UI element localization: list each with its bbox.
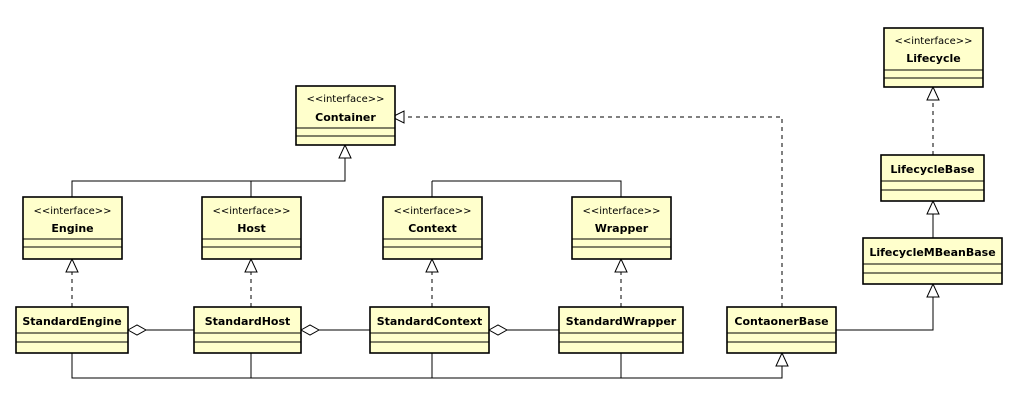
class-name: Host xyxy=(237,222,266,235)
edge-standardengine-to-contaonerbase xyxy=(71,353,783,379)
stereotype-label: <<interface>> xyxy=(33,206,111,217)
stereotype-label: <<interface>> xyxy=(582,206,660,217)
class-lifecyclembeanbase[interactable]: LifecycleMBeanBase xyxy=(862,237,1003,285)
class-name: ContaonerBase xyxy=(734,315,828,328)
stereotype-label: <<interface>> xyxy=(306,94,384,105)
class-engine[interactable]: <<interface>> Engine xyxy=(22,196,123,260)
class-name: LifecycleMBeanBase xyxy=(869,246,995,259)
edge-contaonerbase-to-container xyxy=(404,116,783,307)
class-name: Engine xyxy=(51,222,93,235)
arrowhead-wrapper-realization xyxy=(614,257,628,273)
arrowhead-lifecycle-realization xyxy=(926,85,940,101)
aggregation-diamond-standardcontext xyxy=(487,324,509,336)
class-container[interactable]: <<interface>> Container xyxy=(295,85,396,146)
class-standardwrapper[interactable]: StandardWrapper xyxy=(558,306,684,354)
class-wrapper[interactable]: <<interface>> Wrapper xyxy=(571,196,672,260)
class-name: Container xyxy=(315,111,376,124)
edge-wrapper-to-container xyxy=(432,180,622,197)
class-name: Context xyxy=(408,222,457,235)
edge-engine-to-container xyxy=(71,158,346,197)
class-lifecycle[interactable]: <<interface>> Lifecycle xyxy=(883,27,984,88)
class-standardcontext[interactable]: StandardContext xyxy=(369,306,490,354)
class-name: Lifecycle xyxy=(906,52,960,65)
class-name: StandardHost xyxy=(205,315,291,328)
edge-contaonerbase-to-lifecyclembeanbase xyxy=(836,297,934,331)
class-host[interactable]: <<interface>> Host xyxy=(201,196,302,260)
arrowhead-lifecyclembeanbase-generalization xyxy=(926,282,940,298)
arrowhead-context-realization xyxy=(425,257,439,273)
aggregation-diamond-standardengine xyxy=(126,324,148,336)
arrowhead-host-realization xyxy=(244,257,258,273)
class-name: StandardEngine xyxy=(22,315,121,328)
class-name: StandardWrapper xyxy=(566,315,677,328)
arrowhead-container-generalization xyxy=(338,143,352,159)
arrowhead-engine-realization xyxy=(65,257,79,273)
class-name: StandardContext xyxy=(377,315,483,328)
class-context[interactable]: <<interface>> Context xyxy=(382,196,483,260)
stereotype-label: <<interface>> xyxy=(894,36,972,47)
class-standardengine[interactable]: StandardEngine xyxy=(15,306,129,354)
stereotype-label: <<interface>> xyxy=(212,206,290,217)
arrowhead-container-realization xyxy=(390,110,405,124)
arrowhead-contaonerbase-generalization xyxy=(775,351,789,367)
class-contaonerbase[interactable]: ContaonerBase xyxy=(726,306,837,354)
aggregation-diamond-standardhost xyxy=(299,324,321,336)
class-name: LifecycleBase xyxy=(890,163,974,176)
class-lifecyclebase[interactable]: LifecycleBase xyxy=(880,154,985,202)
stereotype-label: <<interface>> xyxy=(393,206,471,217)
relations xyxy=(65,85,940,379)
class-standardhost[interactable]: StandardHost xyxy=(193,306,302,354)
arrowhead-lifecyclebase-generalization xyxy=(926,199,940,215)
class-name: Wrapper xyxy=(595,222,649,235)
